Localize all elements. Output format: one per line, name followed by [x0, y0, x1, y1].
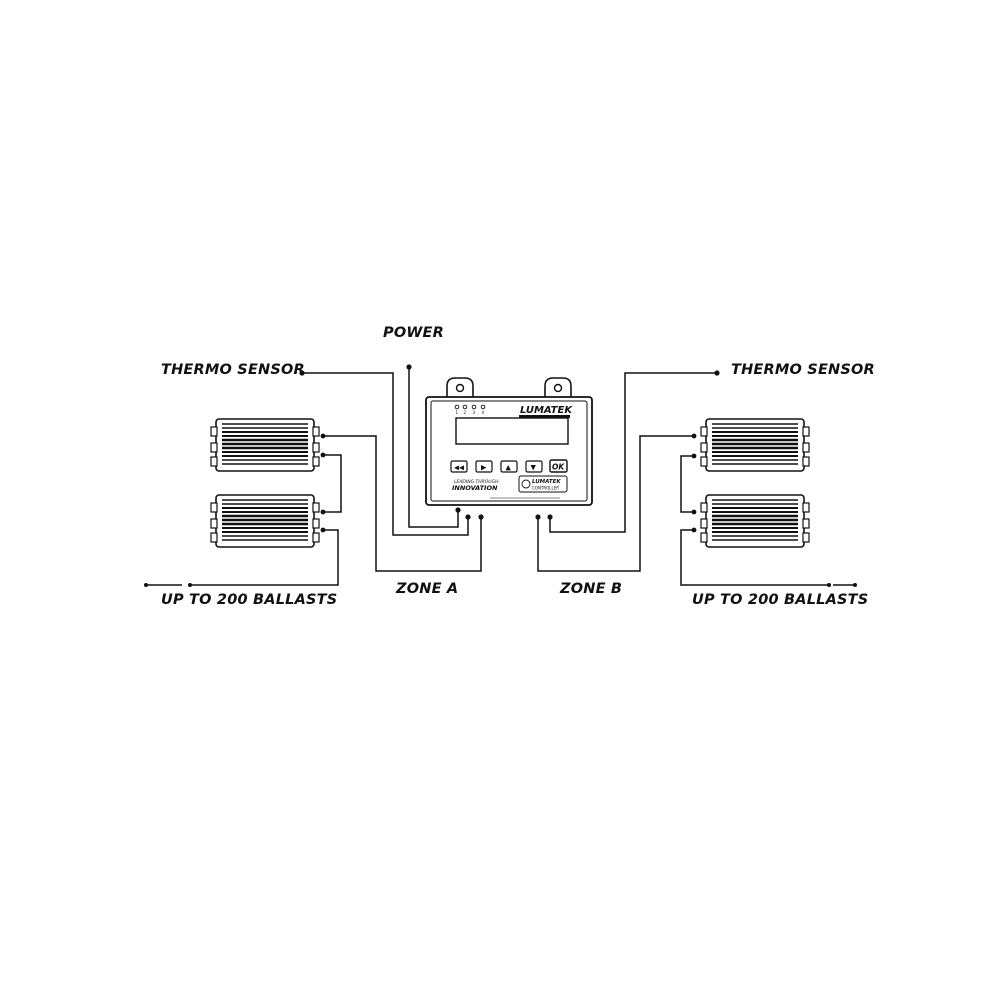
status-leds: 1 2 3 4	[454, 404, 486, 415]
label-ballasts-left: UP TO 200 BALLASTS	[161, 592, 338, 608]
label-thermo-sensor-right: THERMO SENSOR	[731, 362, 875, 378]
wire-left-chain	[323, 454, 342, 513]
label-power: POWER	[383, 325, 445, 341]
wires	[146, 367, 855, 586]
badge-top: LUMATEK	[532, 479, 561, 485]
rewind-icon: ◀◀	[454, 464, 464, 472]
badge-logo-icon	[521, 479, 531, 489]
wire-thermo-left	[302, 372, 469, 536]
rewind-button[interactable]	[450, 460, 468, 473]
ok-icon: OK	[552, 463, 565, 472]
ok-button[interactable]	[549, 459, 568, 473]
button-row[interactable]: ◀◀ ▶ ▲ ▼ OK	[450, 459, 568, 473]
led-label-3: 3	[473, 410, 476, 415]
connection-dots	[144, 364, 857, 587]
controller-unit: 1 2 3 4 LUMATEK ◀◀ ▶ ▲ ▼ OK LEADING THRO…	[425, 377, 593, 506]
ballast-right-bottom	[699, 493, 811, 549]
lcd-display	[455, 417, 569, 445]
slogan-bottom: INNOVATION	[452, 484, 498, 492]
wire-zone-a	[323, 435, 482, 572]
ballast-left-bottom	[209, 493, 321, 549]
wire-power	[408, 367, 459, 528]
controller-badge	[518, 475, 568, 493]
wire-left-out	[190, 529, 339, 586]
arrow-down-icon: ▼	[531, 464, 537, 472]
led-label-2: 2	[464, 410, 467, 415]
slogan-top: LEADING THROUGH	[454, 479, 499, 485]
arrow-up-icon: ▲	[506, 464, 512, 472]
label-zone-a: ZONE A	[396, 581, 459, 597]
down-button[interactable]	[525, 460, 543, 473]
play-icon: ▶	[481, 464, 487, 472]
play-button[interactable]	[475, 460, 493, 473]
label-ballasts-right: UP TO 200 BALLASTS	[692, 592, 869, 608]
wire-right-out	[680, 529, 829, 586]
ballast-left-top	[209, 417, 321, 473]
up-button[interactable]	[500, 460, 518, 473]
wire-zone-b	[537, 435, 694, 572]
wire-right-chain	[680, 455, 694, 513]
wire-thermo-right	[549, 372, 717, 533]
led-label-1: 1	[456, 410, 459, 415]
label-thermo-sensor-left: THERMO SENSOR	[161, 362, 305, 378]
label-zone-b: ZONE B	[560, 581, 623, 597]
ballast-right-top	[699, 417, 811, 473]
led-label-4: 4	[482, 410, 485, 415]
badge-bottom: CONTROLLER	[532, 486, 559, 491]
controller-brand: LUMATEK	[520, 405, 573, 416]
